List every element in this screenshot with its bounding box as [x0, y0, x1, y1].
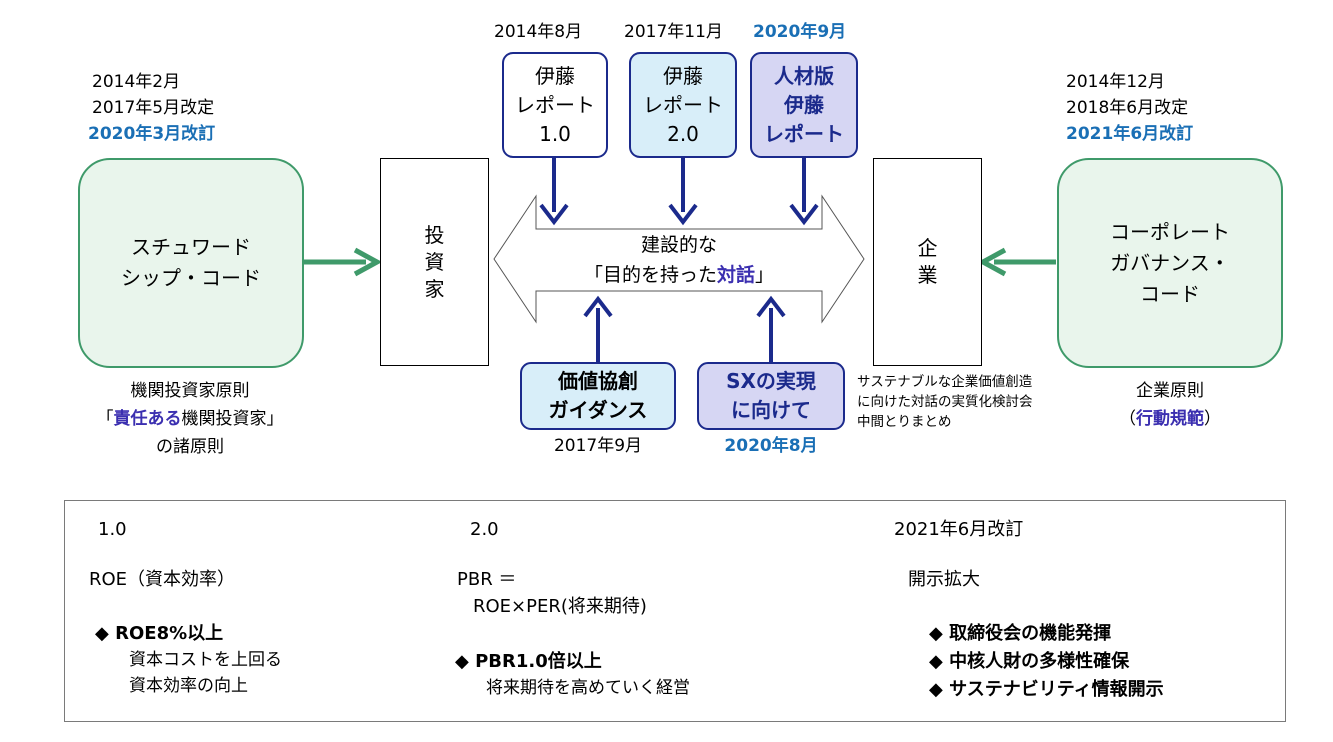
col3-bullet-2-text: 中核人財の多様性確保 — [949, 651, 1130, 672]
human-capital-report-box: 人材版 伊藤 レポート — [750, 52, 858, 158]
guidance-date: 2017年9月 — [553, 436, 643, 456]
stewardship-code-box: スチュワード シップ・コード — [78, 158, 304, 368]
col1-bullet: ◆ ROE8%以上 — [95, 621, 223, 647]
diamond-bullet-icon: ◆ — [929, 623, 950, 644]
report3-line1: 人材版 — [774, 63, 834, 88]
report1-line2: レポート — [515, 92, 595, 117]
report2-line2: レポート — [643, 92, 723, 117]
left-caption-open: 「 — [96, 409, 114, 429]
col3-bullet-3-text: サステナビリティ情報開示 — [949, 679, 1164, 700]
sx-date: 2020年8月 — [724, 436, 818, 456]
col3-bullet-3: ◆ サステナビリティ情報開示 — [929, 677, 1164, 703]
governance-code-box: コーポレート ガバナンス・ コード — [1057, 158, 1283, 368]
col1-bullet-text: ROE8%以上 — [115, 623, 224, 644]
sx-line2: に向けて — [730, 398, 811, 422]
sx-note-line2: に向けた対話の実質化検討会 — [857, 394, 1033, 410]
report1-line3: 1.0 — [539, 121, 571, 146]
report3-line2: 伊藤 — [784, 92, 824, 117]
report3-date: 2020年9月 — [753, 22, 847, 42]
col3-bullet-1: ◆ 取締役会の機能発揮 — [929, 621, 1111, 647]
summary-panel: 1.0 ROE（資本効率） ◆ ROE8%以上 資本コストを上回る 資本効率の向… — [64, 500, 1286, 722]
col3-version: 2021年6月改訂 — [894, 519, 1024, 540]
dialogue-line2-suffix: 」 — [755, 264, 775, 286]
sx-note-line1: サステナブルな企業価値創造 — [857, 374, 1033, 390]
dialogue-line2-prefix: 「目的を持った — [583, 264, 717, 286]
dialogue-double-arrow — [493, 194, 865, 324]
ito-report-2-box: 伊藤 レポート 2.0 — [629, 52, 737, 158]
diamond-bullet-icon: ◆ — [929, 651, 950, 672]
right-caption-close: ） — [1204, 409, 1221, 429]
company-label: 企業 — [917, 236, 938, 287]
dialogue-line1: 建設的な — [640, 234, 717, 256]
left-date-1: 2014年2月 — [92, 72, 181, 92]
governance-line1: コーポレート — [1110, 219, 1230, 244]
right-caption-1: 企業原則 — [1136, 381, 1204, 401]
sx-line1: SXの実現 — [726, 369, 816, 393]
company-box: 企業 — [873, 158, 982, 366]
sx-report-box: SXの実現 に向けて — [697, 362, 845, 430]
diamond-bullet-icon: ◆ — [929, 679, 950, 700]
stewardship-line1: スチュワード — [131, 235, 251, 259]
dialogue-emph: 対話 — [716, 264, 755, 286]
col1-version: 1.0 — [98, 519, 127, 540]
left-date-2: 2017年5月改定 — [92, 98, 215, 118]
col3-bullet-2: ◆ 中核人財の多様性確保 — [929, 649, 1129, 675]
col2-heading1: PBR ＝ — [457, 569, 517, 590]
guidance-line2: ガイダンス — [548, 398, 648, 422]
report2-line3: 2.0 — [667, 121, 699, 146]
investor-box: 投資家 — [380, 158, 489, 366]
governance-line2: ガバナンス・ — [1110, 250, 1230, 275]
col1-heading: ROE（資本効率） — [89, 569, 236, 590]
col2-sub1: 将来期待を高めていく経営 — [486, 678, 690, 698]
report2-line1: 伊藤 — [663, 63, 703, 88]
dialogue-text: 建設的な 「目的を持った対話」 — [536, 230, 822, 290]
right-date-highlight: 2021年6月改訂 — [1066, 124, 1194, 144]
governance-line3: コード — [1140, 281, 1200, 306]
diamond-bullet-icon: ◆ — [455, 651, 476, 672]
left-caption-3: の諸原則 — [156, 437, 224, 457]
report1-date: 2014年8月 — [494, 22, 583, 42]
col2-bullet: ◆ PBR1.0倍以上 — [455, 649, 602, 675]
report2-date: 2017年11月 — [624, 22, 723, 42]
right-caption-emph: 行動規範 — [1136, 409, 1204, 429]
sx-note-line3: 中間とりまとめ — [857, 414, 952, 430]
col2-bullet-text: PBR1.0倍以上 — [475, 651, 602, 672]
right-date-2: 2018年6月改定 — [1066, 98, 1189, 118]
col2-version: 2.0 — [470, 519, 499, 540]
investor-label: 投資家 — [424, 222, 445, 301]
col3-bullet-1-text: 取締役会の機能発揮 — [949, 623, 1112, 644]
left-caption-mid: 機関投資家」 — [181, 409, 284, 429]
guidance-line1: 価値協創 — [558, 369, 638, 393]
right-caption-2: （行動規範） — [1060, 407, 1280, 431]
value-cocreation-guidance-box: 価値協創 ガイダンス — [520, 362, 676, 430]
left-date-highlight: 2020年3月改訂 — [88, 124, 216, 144]
dialogue-line2: 「目的を持った対話」 — [536, 260, 822, 290]
stewardship-line2: シップ・コード — [121, 266, 261, 290]
left-caption-1: 機関投資家原則 — [130, 381, 250, 401]
diamond-bullet-icon: ◆ — [95, 623, 116, 644]
col3-heading: 開示拡大 — [908, 569, 980, 590]
right-date-1: 2014年12月 — [1066, 72, 1165, 92]
left-caption-emph: 責任ある — [113, 409, 182, 429]
report1-line1: 伊藤 — [535, 63, 575, 88]
col1-sub1: 資本コストを上回る — [129, 650, 282, 670]
sx-note: サステナブルな企業価値創造 に向けた対話の実質化検討会 中間とりまとめ — [857, 372, 1033, 432]
right-caption-open: （ — [1119, 409, 1136, 429]
left-caption-2: 「責任ある機関投資家」 — [50, 407, 330, 431]
col1-sub2: 資本効率の向上 — [129, 676, 248, 696]
ito-report-1-box: 伊藤 レポート 1.0 — [502, 52, 608, 158]
report3-line3: レポート — [764, 121, 844, 146]
col2-heading2: ROE×PER(将来期待) — [473, 596, 647, 617]
